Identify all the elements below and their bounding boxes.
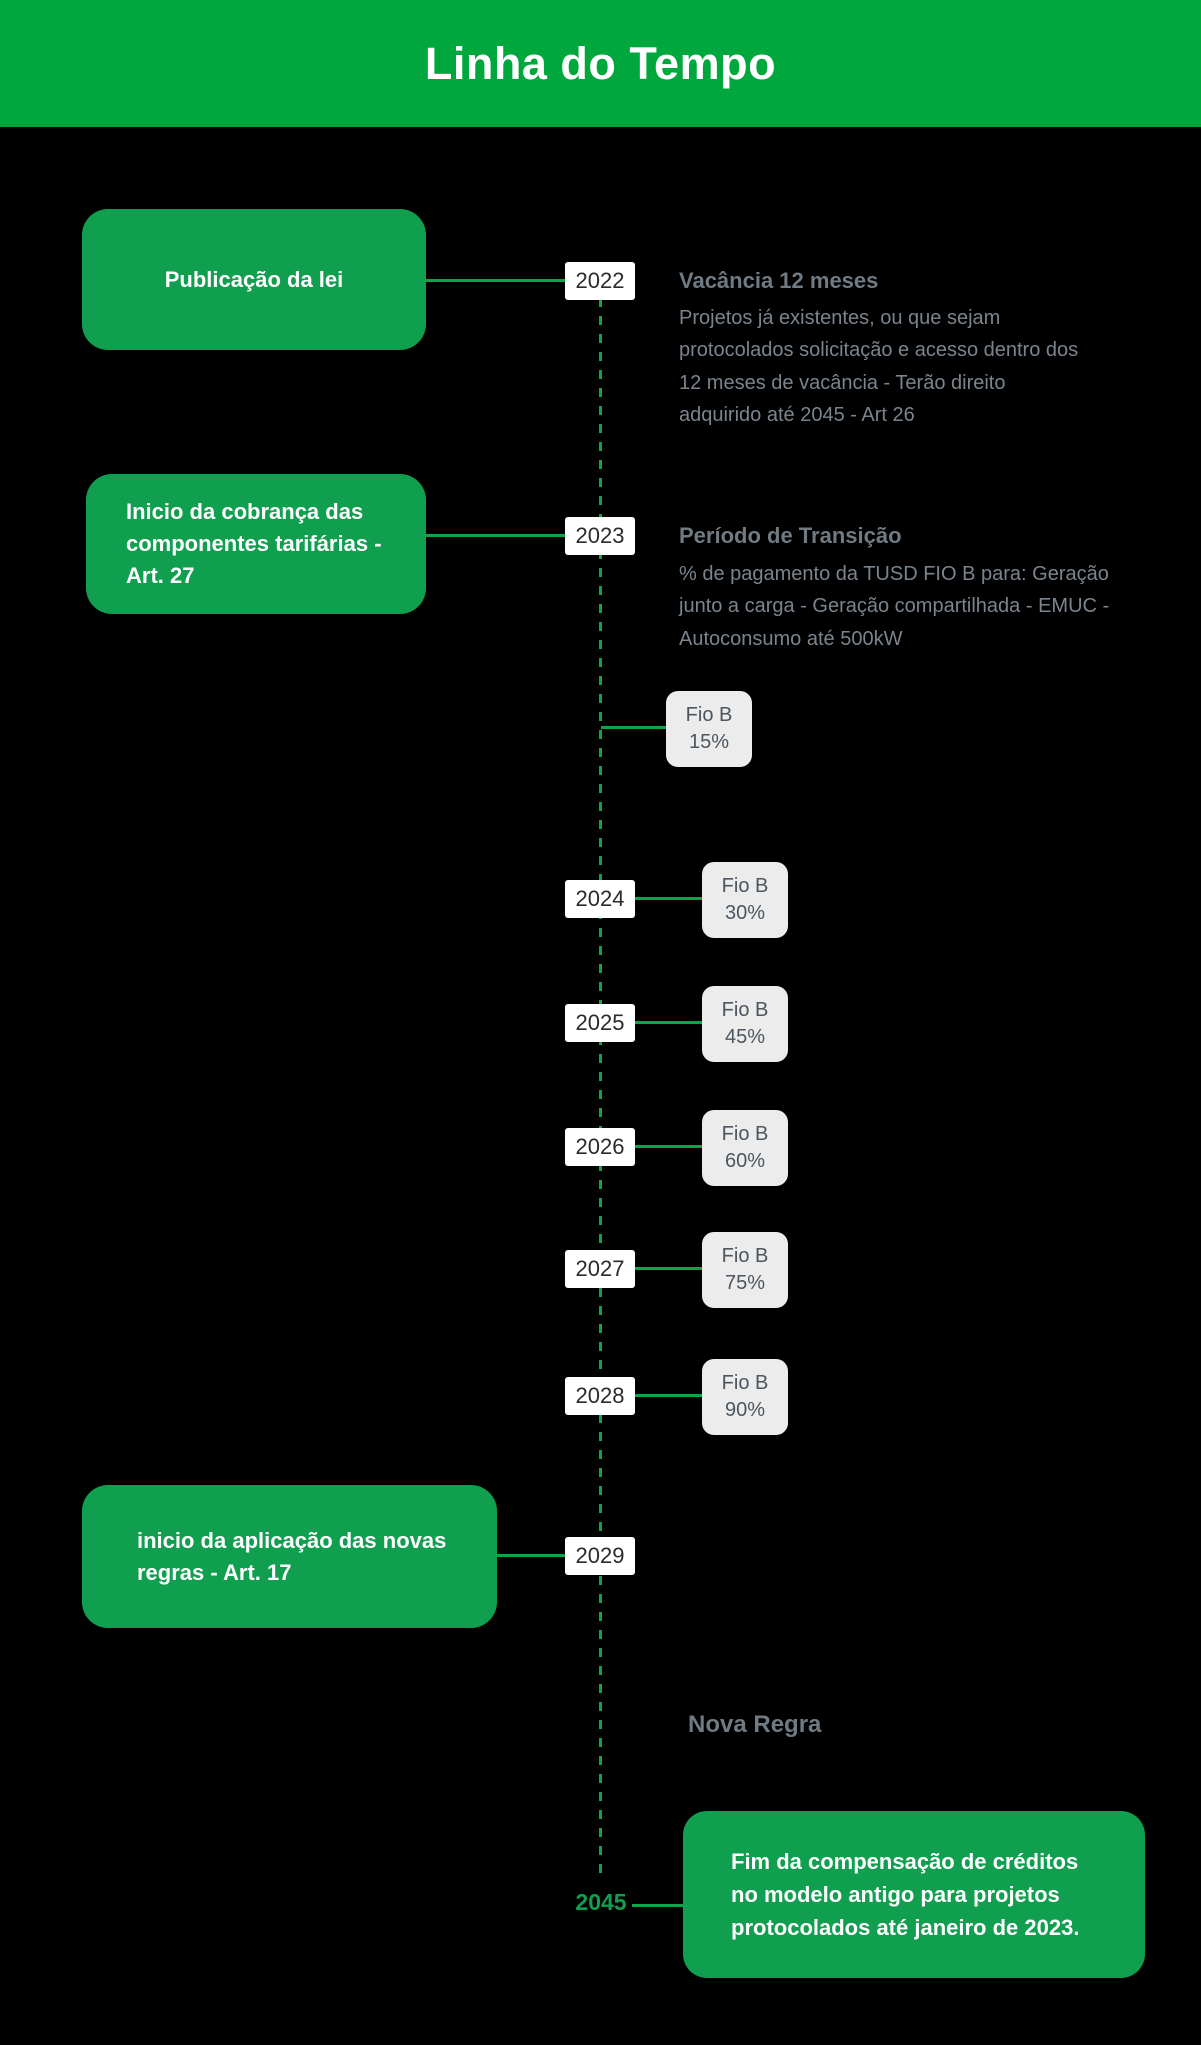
year-marker-2025: 2025: [565, 1004, 635, 1042]
fim-compensacao-label: Fim da compensação de créditos no modelo…: [731, 1849, 1080, 1940]
year-label: 2028: [575, 1383, 625, 1408]
fio-b-step-45: Fio B 45%: [702, 986, 788, 1062]
page-title: Linha do Tempo: [424, 37, 777, 89]
year-marker-2029: 2029: [565, 1537, 635, 1575]
connector-publicacao-2022: [426, 279, 565, 282]
year-marker-2026: 2026: [565, 1128, 635, 1166]
year-label: 2026: [575, 1134, 625, 1159]
event-cobranca-box: Inicio da cobrança das componentes tarif…: [86, 474, 426, 614]
timeline-axis: [599, 298, 602, 1880]
fio-b-percent: 45%: [724, 1026, 766, 1048]
year-label: 2027: [575, 1256, 625, 1281]
year-label: 2029: [575, 1543, 625, 1568]
connector-2045-fim: [632, 1904, 683, 1907]
connector-2024-fiob-30: [635, 897, 702, 900]
fio-b-step-15: Fio B 15%: [666, 691, 752, 767]
fio-b-step-60: Fio B 60%: [702, 1110, 788, 1186]
nova-regra-label: Nova Regra: [688, 1711, 822, 1738]
fio-b-label: Fio B: [721, 1123, 769, 1145]
header-bar: Linha do Tempo: [0, 0, 1201, 127]
year-marker-2045: 2045: [575, 1889, 627, 1915]
connector-2028-fiob-90: [635, 1394, 702, 1397]
fio-b-label: Fio B: [721, 1372, 769, 1394]
year-label: 2023: [575, 523, 625, 548]
fio-b-label: Fio B: [721, 999, 769, 1021]
transicao-title: Período de Transição: [679, 523, 902, 548]
year-marker-2027: 2027: [565, 1250, 635, 1288]
fio-b-label: Fio B: [721, 875, 769, 897]
event-publicacao-label: Publicação da lei: [164, 266, 344, 292]
year-marker-2022: 2022: [565, 262, 635, 300]
year-marker-2023: 2023: [565, 517, 635, 555]
year-label: 2024: [575, 886, 625, 911]
connector-regras-2029: [497, 1554, 565, 1557]
fio-b-percent: 90%: [724, 1399, 766, 1421]
fio-b-step-90: Fio B 90%: [702, 1359, 788, 1435]
fio-b-step-75: Fio B 75%: [702, 1232, 788, 1308]
fim-compensacao-box: Fim da compensação de créditos no modelo…: [683, 1811, 1145, 1978]
vacancia-body: Projetos já existentes, ou que sejam pro…: [679, 307, 1079, 427]
event-publicacao-box: Publicação da lei: [82, 209, 426, 350]
year-label: 2025: [575, 1010, 625, 1035]
year-label: 2022: [575, 268, 625, 293]
fio-b-step-30: Fio B 30%: [702, 862, 788, 938]
connector-2027-fiob-75: [635, 1267, 702, 1270]
vacancia-title: Vacância 12 meses: [679, 268, 879, 293]
year-marker-2028: 2028: [565, 1377, 635, 1415]
transicao-body: % de pagamento da TUSD FIO B para: Geraç…: [679, 563, 1110, 650]
fio-b-percent: 15%: [688, 731, 730, 753]
connector-2026-fiob-60: [635, 1145, 702, 1148]
connector-cobranca-2023: [426, 534, 565, 537]
fio-b-label: Fio B: [685, 704, 733, 726]
connector-2025-fiob-45: [635, 1021, 702, 1024]
fio-b-percent: 75%: [724, 1272, 766, 1294]
event-cobranca-label: Inicio da cobrança das componentes tarif…: [126, 499, 382, 588]
connector-axis-fiob-15: [601, 726, 666, 729]
fio-b-label: Fio B: [721, 1245, 769, 1267]
year-marker-2024: 2024: [565, 880, 635, 918]
fio-b-percent: 30%: [724, 902, 766, 924]
event-novas-regras-box: inicio da aplicação das novas regras - A…: [82, 1485, 497, 1628]
event-novas-regras-label: inicio da aplicação das novas regras - A…: [137, 1527, 447, 1585]
fio-b-percent: 60%: [724, 1150, 766, 1172]
